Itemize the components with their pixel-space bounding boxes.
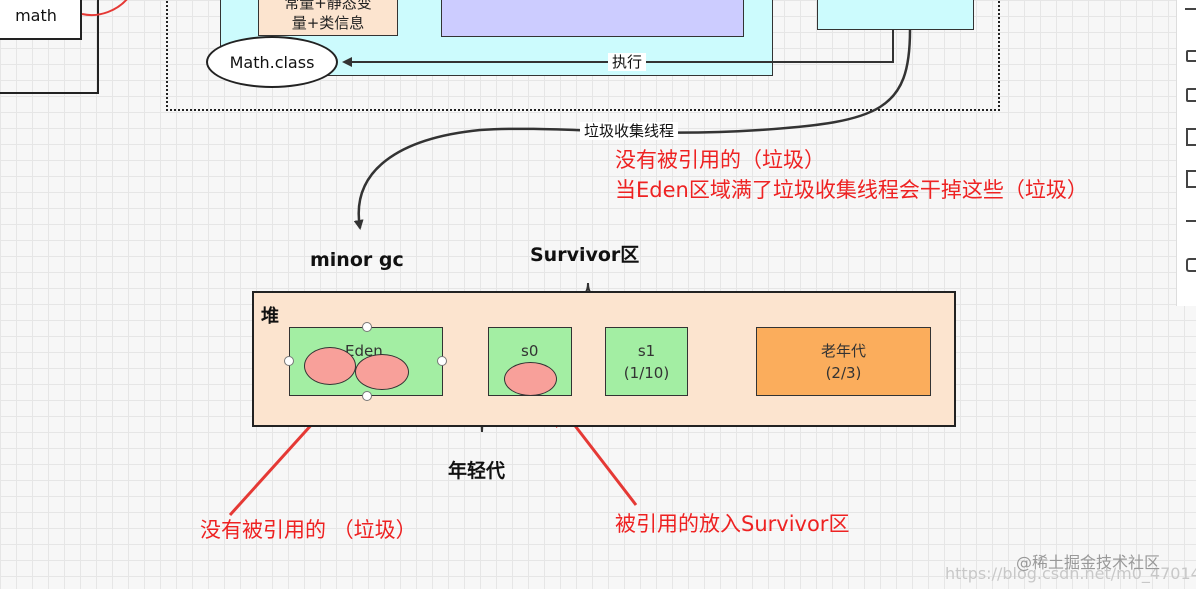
right-cyan-box bbox=[817, 0, 974, 30]
math-class-label: Math.class bbox=[229, 52, 315, 72]
exec-label: 执行 bbox=[608, 53, 647, 71]
right-toolbar bbox=[1176, 0, 1196, 306]
url-watermark: https://blog.csdn.net/m0_47014556 bbox=[945, 564, 1196, 583]
s1-box[interactable]: s1 (1/10) bbox=[605, 327, 688, 396]
gc-thread-label: 垃圾收集线程 bbox=[580, 122, 679, 140]
constants-box: 常量+静态变 量+类信息 bbox=[258, 0, 398, 36]
old-gen-label: 老年代 bbox=[820, 341, 866, 360]
old-gen-box[interactable]: 老年代 (2/3) bbox=[756, 327, 931, 396]
minor-gc-label: minor gc bbox=[310, 249, 404, 271]
math-box-label: math bbox=[15, 5, 57, 25]
bottom-right-red-note: 被引用的放入Survivor区 bbox=[615, 512, 850, 536]
s0-label: s0 bbox=[521, 342, 539, 360]
toolbar-tool-icon-2[interactable] bbox=[1186, 88, 1196, 102]
red-curve-fragment bbox=[81, 0, 128, 16]
execute-arrow bbox=[342, 30, 894, 67]
site-watermark: @稀土掘金技术社区 bbox=[1016, 553, 1161, 572]
selection-handle-bottom[interactable] bbox=[362, 391, 372, 401]
constants-line1: 常量+静态变 bbox=[284, 0, 372, 12]
toolbar-tool-icon-4[interactable] bbox=[1186, 170, 1196, 188]
left-connector-horizontal bbox=[0, 92, 99, 94]
s0-surviving-blob bbox=[504, 362, 557, 396]
math-box: math bbox=[0, 0, 82, 40]
survivor-area-label: Survivor区 bbox=[530, 244, 640, 266]
selection-handle-left[interactable] bbox=[284, 356, 294, 366]
toolbar-dash-icon[interactable] bbox=[1185, 8, 1196, 10]
toolbar-tool-icon-3[interactable] bbox=[1186, 128, 1196, 146]
selection-handle-right[interactable] bbox=[437, 356, 447, 366]
heap-label: 堆 bbox=[261, 306, 279, 327]
toolbar-tool-icon-6[interactable] bbox=[1186, 258, 1196, 272]
eden-garbage-blob-2 bbox=[355, 354, 409, 390]
s1-label: s1 bbox=[637, 341, 656, 360]
old-gen-ratio: (2/3) bbox=[825, 363, 862, 382]
dotted-frame bbox=[166, 0, 1000, 111]
eden-garbage-blob-1 bbox=[304, 347, 356, 385]
top-red-note-line2: 当Eden区域满了垃圾收集线程会干掉这些（垃圾） bbox=[615, 178, 1088, 202]
s1-ratio: (1/10) bbox=[623, 363, 670, 382]
young-gen-label: 年轻代 bbox=[448, 460, 506, 482]
constants-line2: 量+类信息 bbox=[291, 14, 365, 32]
top-red-note-line1: 没有被引用的（垃圾） bbox=[615, 148, 825, 172]
math-class-ellipse: Math.class bbox=[206, 36, 338, 88]
toolbar-tool-icon-1[interactable] bbox=[1186, 50, 1196, 62]
toolbar-tool-icon-5[interactable] bbox=[1186, 214, 1196, 222]
bottom-left-red-note: 没有被引用的 （垃圾） bbox=[200, 518, 417, 542]
left-connector-vertical bbox=[97, 0, 99, 93]
red-arrow-right-line bbox=[564, 413, 638, 506]
selection-handle-top[interactable] bbox=[362, 322, 372, 332]
purple-box bbox=[441, 0, 744, 37]
